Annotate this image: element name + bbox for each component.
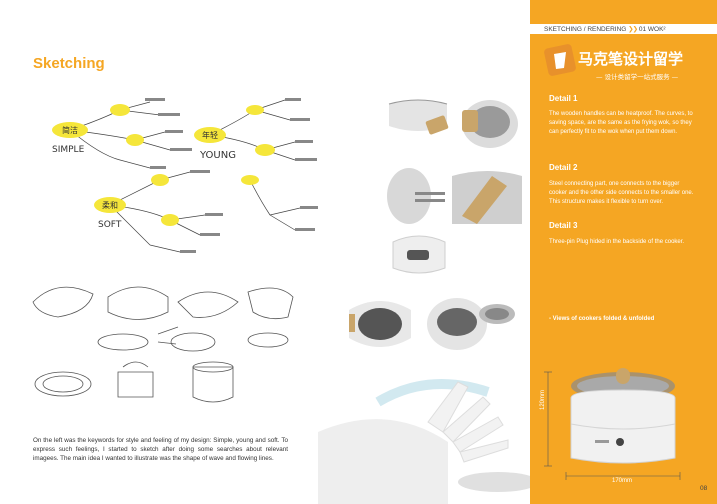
detail-2-title: Detail 2 bbox=[549, 163, 578, 172]
cooker-unfolding-sequence-render bbox=[318, 379, 538, 504]
logo-sub-text: — 设计类留学一站式服务 — bbox=[596, 72, 679, 81]
brand-logo: 马克笔设计留学 — 设计类留学一站式服务 — bbox=[544, 44, 683, 81]
cooker-dimension-render bbox=[544, 368, 681, 480]
detail-3-text: Three-pin Plug hided in the backside of … bbox=[549, 239, 685, 245]
mindmap-soft-cn: 柔和 bbox=[102, 200, 118, 210]
detail-1-text: The wooden handles can be heatproof. The… bbox=[549, 111, 693, 135]
logo-main-text: 马克笔设计留学 bbox=[578, 50, 683, 68]
dimension-height: 120mm bbox=[540, 389, 546, 410]
breadcrumb-current: 01 WOK² bbox=[638, 26, 666, 33]
unfolded-cooker-render bbox=[427, 298, 515, 350]
breadcrumb-bar bbox=[530, 24, 717, 34]
mindmap-simple-cn: 简洁 bbox=[62, 125, 78, 135]
mindmap-young-en: YOUNG bbox=[199, 150, 236, 161]
page-number: 08 bbox=[700, 485, 708, 492]
mindmap-soft-en: SOFT bbox=[98, 220, 122, 230]
detail1-render-open bbox=[462, 100, 518, 148]
detail-3-title: Detail 3 bbox=[549, 221, 578, 230]
keyword-mindmap: 简洁 SIMPLE 年轻 YOUNG 柔和 SOFT bbox=[52, 98, 318, 253]
breadcrumb: SKETCHING / RENDERING ❯❯ 01 WOK² bbox=[544, 25, 666, 33]
dimension-width: 170mm bbox=[612, 478, 633, 484]
page-title: Sketching bbox=[33, 55, 105, 72]
detail2-render-handle bbox=[452, 171, 522, 224]
mindmap-simple-en: SIMPLE bbox=[52, 145, 85, 155]
detail2-render-connector bbox=[387, 168, 445, 224]
folded-cooker-render bbox=[349, 301, 411, 347]
detail3-render-plug bbox=[392, 235, 446, 274]
mindmap-young-cn: 年轻 bbox=[202, 130, 218, 140]
breadcrumb-section: SKETCHING / RENDERING bbox=[544, 26, 627, 33]
detail-2-text: Steel connecting part, one connects to t… bbox=[549, 181, 694, 205]
chevron-right-icon: ❯❯ bbox=[628, 26, 638, 33]
product-sketches bbox=[32, 286, 294, 403]
detail1-render-closed bbox=[388, 99, 449, 135]
sketch-caption: On the left was the keywords for style a… bbox=[33, 437, 288, 462]
detail-1-title: Detail 1 bbox=[549, 94, 578, 103]
views-label: - Views of cookers folded & unfolded bbox=[549, 316, 655, 322]
